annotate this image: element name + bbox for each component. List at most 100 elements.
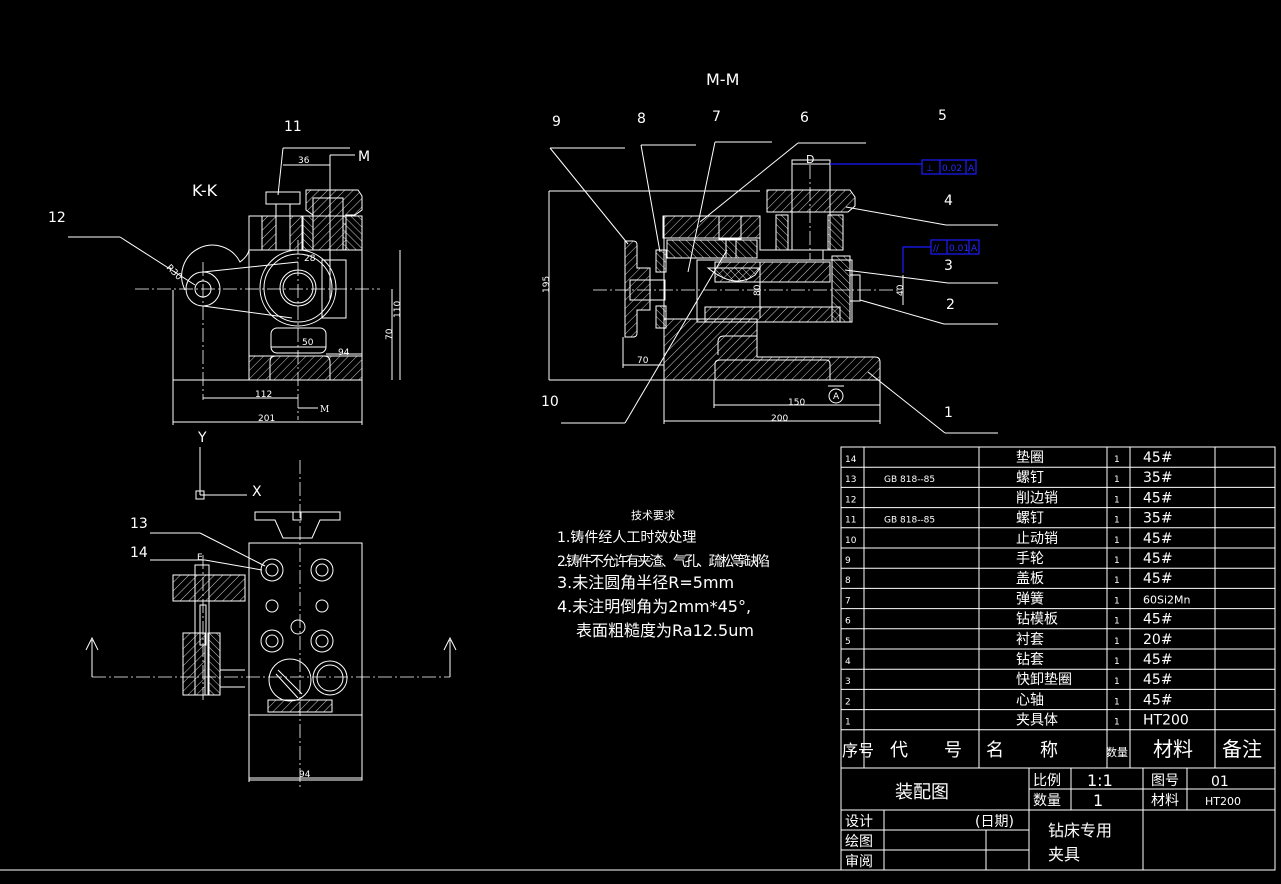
- parts-cell-qty: 1: [1114, 677, 1120, 687]
- parts-cell-code: GB 818--85: [884, 516, 935, 526]
- parts-header-3: 数量: [1106, 746, 1128, 759]
- parts-cell-material: 45#: [1143, 450, 1173, 466]
- parts-cell-qty: 1: [1114, 657, 1120, 667]
- parts-cell-name: 螺钉: [1016, 511, 1044, 527]
- svg-text:A: A: [971, 244, 978, 254]
- dim-50: 50: [302, 338, 314, 348]
- parts-cell-material: 45#: [1143, 551, 1173, 567]
- parts-cell-name: 快卸垫圈: [1016, 672, 1072, 688]
- balloon-4: 4: [944, 193, 953, 209]
- parts-cell-qty: 1: [1114, 475, 1120, 485]
- dim-94: 94: [338, 348, 350, 358]
- tech-req-title: 技术要求: [631, 509, 675, 522]
- parts-cell-code: GB 818--85: [884, 475, 935, 485]
- svg-text://: //: [933, 244, 940, 254]
- parts-cell-qty: 1: [1114, 718, 1120, 728]
- svg-text:0.02: 0.02: [942, 164, 962, 174]
- drawing-name: 装配图: [895, 782, 949, 803]
- dim-110: 110: [393, 301, 403, 318]
- balloon-14: 14: [130, 545, 148, 561]
- parts-cell-qty: 1: [1114, 596, 1120, 606]
- dim-r30: R30: [164, 263, 184, 283]
- tech-req-item-3: 3.未注圆角半径R=5mm: [557, 573, 734, 592]
- view-title-kk: K-K: [192, 181, 218, 200]
- parts-cell-name: 手轮: [1016, 551, 1044, 567]
- material-label: 材料: [1151, 793, 1179, 809]
- parts-header-1: 代 号: [890, 740, 962, 761]
- tech-req-item-4: 4.未注明倒角为2mm*45°,: [557, 597, 751, 616]
- parts-cell-material: 35#: [1143, 470, 1173, 486]
- dim-70: 70: [637, 356, 649, 366]
- parts-cell-name: 钻套: [1016, 652, 1044, 668]
- parts-cell-no: 8: [845, 576, 851, 586]
- parts-cell-no: 7: [845, 596, 851, 606]
- parts-cell-name: 心轴: [1016, 692, 1044, 708]
- parts-cell-no: 2: [845, 697, 851, 707]
- material-value: HT200: [1205, 795, 1241, 808]
- plan-view: Y X E 94 13 14: [85, 430, 457, 790]
- parts-cell-no: 6: [845, 617, 851, 627]
- parts-cell-material: 45#: [1143, 672, 1173, 688]
- product-name-line-1: 钻床专用: [1048, 821, 1112, 840]
- dim-195: 195: [542, 276, 552, 293]
- parts-cell-name: 削边销: [1016, 490, 1058, 506]
- quantity-value: 1: [1093, 791, 1103, 810]
- parts-header-5: 备注: [1222, 737, 1262, 761]
- parts-cell-material: 35#: [1143, 511, 1173, 527]
- dim-201: 201: [258, 414, 275, 424]
- parts-cell-qty: 1: [1114, 617, 1120, 627]
- balloon-7: 7: [712, 109, 721, 125]
- parts-header-2: 名 称: [986, 740, 1058, 761]
- parts-cell-material: 45#: [1143, 571, 1173, 587]
- parts-cell-material: 20#: [1143, 632, 1173, 648]
- balloon-9: 9: [552, 114, 561, 130]
- parts-cell-no: 4: [845, 657, 851, 667]
- parts-cell-name: 螺钉: [1016, 470, 1044, 486]
- dim-28: 28: [304, 254, 316, 264]
- axis-x-label: X: [252, 484, 262, 500]
- parts-cell-qty: 1: [1114, 455, 1120, 465]
- parts-cell-no: 13: [845, 475, 856, 485]
- svg-text:0.01: 0.01: [949, 244, 969, 254]
- svg-text:⊥: ⊥: [926, 164, 934, 174]
- parts-cell-material: 45#: [1143, 612, 1173, 628]
- tech-req-item-1: 1.铸件经人工时效处理: [557, 530, 696, 546]
- parts-cell-qty: 1: [1114, 556, 1120, 566]
- parts-cell-material: 45#: [1143, 692, 1173, 708]
- review-label: 审阅: [845, 854, 873, 870]
- drawing-no-label: 图号: [1151, 773, 1179, 789]
- drawn-label: 绘图: [845, 834, 873, 850]
- parts-cell-name: 衬套: [1016, 632, 1044, 648]
- scale-label: 比例: [1033, 773, 1061, 789]
- date-label: (日期): [975, 814, 1014, 830]
- dim-70: 70: [385, 328, 395, 340]
- dim-40: 40: [896, 284, 906, 296]
- parts-cell-material: 45#: [1143, 531, 1173, 547]
- parts-cell-no: 14: [845, 455, 857, 465]
- parts-row: 9 手轮 1 45#: [845, 551, 1173, 567]
- cut-label-m-top: M: [358, 149, 370, 165]
- section-kk-view: K-K 36 M 28 50 94 70 110 112 M 201 R30 1…: [48, 119, 403, 425]
- parts-cell-qty: 1: [1114, 495, 1120, 505]
- design-label: 设计: [845, 814, 873, 830]
- dim-150: 150: [788, 398, 805, 408]
- balloon-2: 2: [946, 297, 955, 313]
- balloon-3: 3: [944, 258, 953, 274]
- dim-e: E: [197, 553, 203, 563]
- parts-cell-name: 夹具体: [1016, 713, 1058, 729]
- cut-label-m-bottom: M: [320, 405, 329, 415]
- parts-cell-no: 9: [845, 556, 851, 566]
- balloon-6: 6: [800, 110, 809, 126]
- drawing-no-value: 01: [1211, 774, 1229, 790]
- quantity-label: 数量: [1033, 793, 1061, 809]
- balloon-8: 8: [637, 111, 646, 127]
- parts-header-0: 序号: [842, 741, 874, 760]
